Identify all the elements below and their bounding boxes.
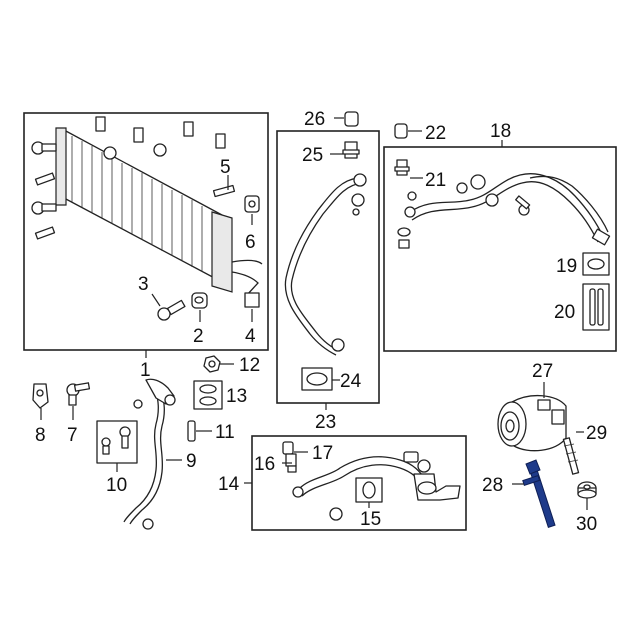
part-6-grommet[interactable]: 6 [244,195,260,253]
part-2-bushing[interactable]: 2 [191,292,208,347]
callout-1: 1 [140,360,151,381]
discharge-line-group: 25 26 24 23 [276,109,380,433]
part-16-17-valve[interactable]: 17 16 [254,441,333,475]
callout-28: 28 [482,475,503,496]
part-19-seal[interactable]: 19 [556,252,610,277]
callout-17: 17 [312,443,333,464]
callout-12: 12 [239,355,260,376]
part-12-nut[interactable]: 12 [203,355,260,376]
part-9-liquid-line[interactable]: 9 [123,378,197,530]
callout-27: 27 [532,361,553,382]
suction-hose-14-illustration[interactable] [292,451,461,521]
part-13-seal-kit[interactable]: 13 [193,380,247,410]
callout-18: 18 [490,121,511,142]
callout-20: 20 [554,302,575,323]
suction-line-group-box [383,146,617,352]
callout-5: 5 [220,157,231,178]
callout-15: 15 [360,509,381,530]
part-15-seal[interactable]: 15 [355,477,383,530]
condenser-illustration[interactable] [55,127,263,297]
callout-4: 4 [245,326,256,347]
part-30-nut[interactable]: 30 [576,481,597,535]
part-25-valve[interactable]: 25 [302,141,360,166]
part-28-bolt-highlighted[interactable]: 28 [482,459,556,528]
callout-6: 6 [245,232,256,253]
discharge-hose-illustration[interactable] [284,173,367,356]
suction-hose-illustration[interactable] [397,173,611,249]
callout-10: 10 [106,475,127,496]
discharge-line-group-box [276,130,380,404]
suction-hose-group: 17 16 15 14 [218,435,467,531]
condenser-bolts[interactable] [31,141,167,240]
callout-25: 25 [302,145,323,166]
part-11-pin[interactable]: 11 [187,420,235,443]
callout-16: 16 [254,454,275,475]
part-7-bolt[interactable]: 7 [66,382,91,446]
callout-23: 23 [315,412,336,433]
callout-11: 11 [215,422,235,443]
callout-26: 26 [304,109,325,130]
condenser-group: 5 6 3 2 4 1 [23,112,269,381]
part-5-pin[interactable]: 5 [212,157,236,198]
callout-13: 13 [226,386,247,407]
callout-29: 29 [586,423,607,444]
callout-3: 3 [138,274,149,295]
part-3-bolt[interactable]: 3 [138,274,186,321]
callout-24: 24 [340,371,362,392]
callout-14: 14 [218,474,240,495]
part-10-bolt-kit[interactable]: 10 [96,420,138,496]
part-4-bracket[interactable]: 4 [244,292,260,347]
part-8-bracket[interactable]: 8 [32,383,49,446]
suction-bolt[interactable] [515,195,531,216]
callout-22: 22 [425,123,446,144]
part-27-compressor[interactable]: 27 [497,361,567,452]
condenser-clips[interactable] [95,116,226,149]
callout-7: 7 [67,425,78,446]
callout-2: 2 [193,326,204,347]
callout-21: 21 [425,170,446,191]
part-24-seal-kit[interactable]: 24 [301,367,362,392]
part-20-gaskets[interactable]: 20 [554,283,610,331]
callout-9: 9 [186,451,197,472]
suction-line-group: 21 19 20 18 [383,121,617,352]
part-29-stud[interactable]: 29 [562,423,607,475]
part-22-cap[interactable]: 22 [394,123,446,144]
callout-8: 8 [35,425,46,446]
part-26-cap[interactable]: 26 [304,109,359,130]
callout-19: 19 [556,256,577,277]
callout-30: 30 [576,514,597,535]
part-21-valve[interactable]: 21 [394,159,446,191]
